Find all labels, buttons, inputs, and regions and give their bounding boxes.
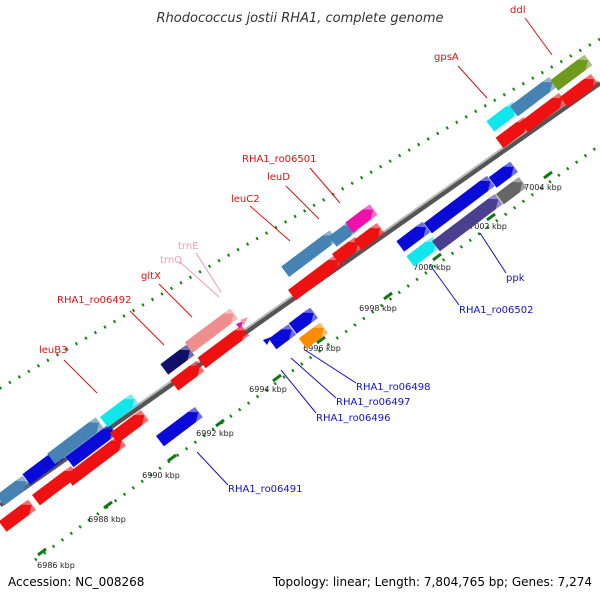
gene-blue-08 (488, 161, 518, 188)
gene-label-bottom: RHA1_ro06497 (336, 397, 411, 408)
leader-line (285, 185, 320, 220)
leader-line (524, 17, 553, 56)
tick-label: 6992 kbp (196, 429, 234, 438)
gene-cyan-01 (100, 394, 139, 428)
tick-label: 6998 kbp (359, 304, 397, 313)
leader-line (429, 264, 460, 306)
gene-label-bottom: RHA1_ro06498 (356, 382, 431, 393)
leader-line (158, 283, 193, 318)
gene-steel-05 (510, 77, 557, 117)
gene-gray-01 (496, 177, 527, 205)
tick-label: 6986 kbp (37, 561, 75, 570)
leader-line (304, 349, 357, 384)
gene-orange-01 (298, 322, 328, 349)
tick-label: 6996 kbp (303, 344, 341, 353)
leader-line (280, 369, 317, 414)
gene-label-top: trnE (178, 241, 199, 252)
leader-line (290, 357, 337, 399)
gene-navy-01 (160, 344, 195, 375)
gene-red-11 (520, 93, 567, 133)
leader-line (249, 205, 291, 242)
tick-mark (316, 335, 326, 345)
gene-olive-01 (550, 54, 593, 91)
gene-label-top: gltX (141, 271, 161, 282)
gene-label-bottom: RHA1_ro06491 (228, 484, 303, 495)
lower-dotted-guide (34, 143, 600, 562)
gene-label-top: leuD (267, 172, 290, 183)
tick-mark (272, 373, 282, 383)
tick-label: 6990 kbp (142, 471, 180, 480)
gene-red-12 (560, 74, 599, 108)
gene-salmon-01 (184, 308, 238, 353)
gene-steel-02 (47, 417, 104, 464)
gene-cyan-02 (406, 236, 441, 267)
leader-line (309, 167, 341, 204)
leader-line (196, 451, 229, 486)
gene-label-bottom: RHA1_ro06502 (459, 305, 534, 316)
gene-slate-01 (432, 193, 503, 252)
gene-blue-07 (424, 175, 495, 234)
tick-label: 6994 kbp (249, 385, 287, 394)
gene-features (0, 54, 599, 532)
genome-summary: Topology: linear; Length: 7,804,765 bp; … (272, 575, 592, 589)
gene-blue-06 (396, 221, 431, 252)
tick-mark (167, 453, 177, 463)
tick-mark (383, 291, 393, 301)
gene-label-top: ddl (510, 5, 525, 16)
tick-label: 6988 kbp (88, 515, 126, 524)
gene-label-top: gpsA (434, 52, 459, 63)
gene-blue-05 (288, 307, 318, 334)
gene-label-top: RHA1_ro06492 (57, 295, 132, 306)
tick-mark (486, 212, 496, 222)
gene-label-top: leuB3 (39, 345, 68, 356)
gene-label-bottom: ppk (506, 273, 525, 284)
blue-arrowhead (263, 337, 271, 345)
tick-mark (432, 252, 442, 262)
gene-blue-04 (268, 324, 297, 350)
leader-line (457, 65, 488, 99)
gene-label-top: trnQ (160, 255, 182, 266)
tick-mark (103, 500, 113, 510)
gene-steel-01 (0, 475, 31, 506)
gene-label-top: RHA1_ro06501 (242, 154, 317, 165)
map-title: Rhodococcus jostii RHA1, complete genome (157, 11, 444, 26)
gene-label-bottom: RHA1_ro06496 (316, 413, 391, 424)
gene-red-04 (110, 410, 149, 444)
gene-labels: leuB3 RHA1_ro06492 gltX trnQ trnE leuC2 leuD RH… (39, 5, 553, 495)
leader-line (63, 359, 98, 394)
gene-red-07 (288, 255, 343, 301)
leader-line (179, 261, 220, 298)
gene-label-top: leuC2 (231, 194, 260, 205)
gene-red-08 (332, 237, 363, 265)
gene-blue-03 (156, 407, 203, 447)
tick-mark (543, 170, 553, 180)
gene-red-06 (197, 325, 250, 369)
gene-red-09 (354, 223, 385, 251)
trna-chevron-01 (236, 321, 244, 329)
gene-red-01 (0, 499, 36, 532)
tick-label: 7004 kbp (524, 183, 562, 192)
accession-text: Accession: NC_008268 (8, 575, 144, 589)
gene-red-05 (170, 360, 205, 391)
tick-mark (215, 418, 225, 428)
leader-line (479, 232, 507, 274)
tick-label: 7002 kbp (469, 222, 507, 231)
gene-magenta-01 (345, 204, 378, 233)
trna-chevron-02 (240, 317, 248, 325)
leader-line (195, 252, 222, 293)
upper-dotted-guide (0, 37, 600, 390)
tick-mark (37, 547, 47, 557)
leader-line (129, 310, 165, 346)
